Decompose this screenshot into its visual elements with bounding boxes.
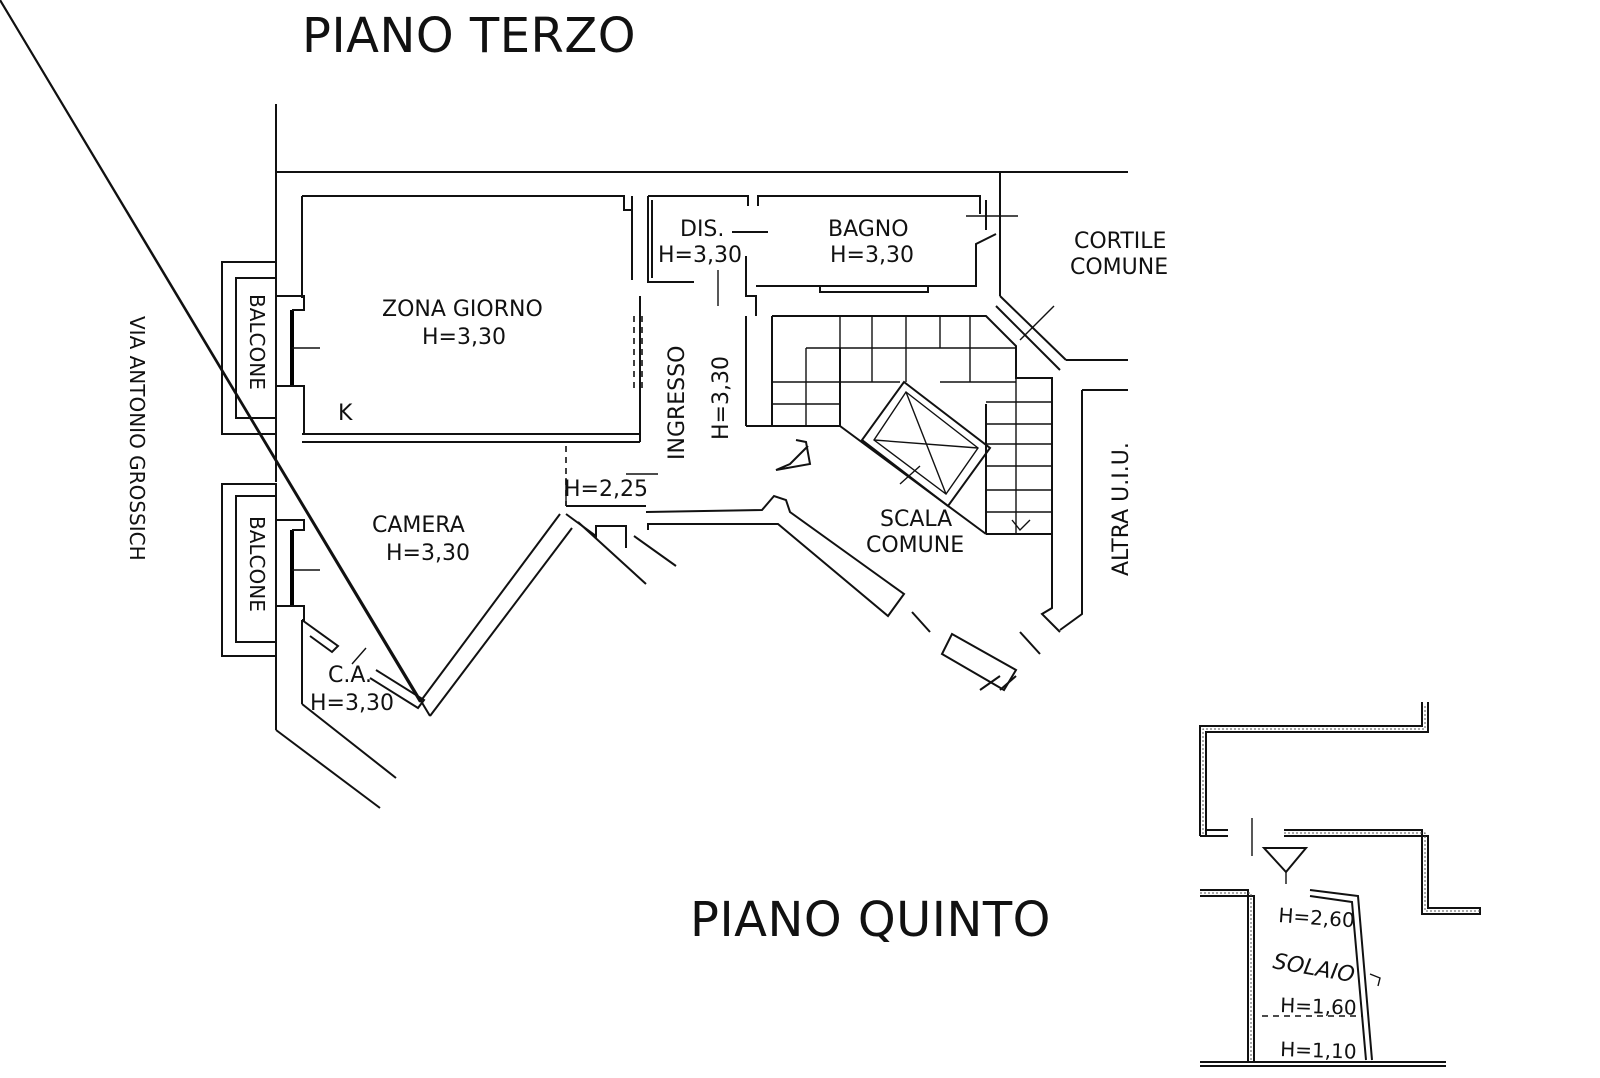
solaio-walls (1199, 702, 1481, 1067)
bagno-label: BAGNO (828, 217, 909, 242)
camera-label: CAMERA (372, 513, 465, 538)
ingresso-label: INGRESSO (665, 346, 690, 460)
zona-giorno-label: ZONA GIORNO (382, 297, 543, 322)
ingresso-height: H=3,30 (709, 356, 734, 440)
altra-uiu-label: ALTRA U.I.U. (1109, 442, 1134, 576)
altra-uiu: ALTRA U.I.U. (1040, 389, 1134, 633)
scala-line2: COMUNE (866, 533, 964, 558)
camera-height: H=3,30 (386, 541, 470, 566)
room-camera: CAMERA H=3,30 H=2,25 C.A. H=3,30 (0, 0, 906, 717)
passage-height: H=2,25 (564, 477, 648, 502)
balcone-top: BALCONE (221, 261, 320, 435)
bagno-height: H=3,30 (830, 243, 914, 268)
fifth-floor-title: PIANO QUINTO (690, 892, 1051, 948)
ca-height: H=3,30 (310, 691, 394, 716)
fifth-floor-plan: PIANO QUINTO H=2,60 SOLAIO H=1,60 H=1,1 (690, 702, 1481, 1067)
room-dis-bagno: DIS. H=3,30 BAGNO H=3,30 (647, 195, 1018, 316)
scala-comune: SCALA COMUNE (771, 315, 1053, 558)
landing-fragments (911, 611, 1041, 692)
ca-label: C.A. (328, 663, 372, 688)
third-floor-plan: PIANO TERZO VIA ANTONIO GROSSICH BALCONE (0, 0, 1168, 809)
solaio-label: SOLAIO (1271, 949, 1356, 988)
scala-line1: SCALA (880, 507, 952, 532)
solaio-h1: H=2,60 (1278, 903, 1356, 932)
dis-height: H=3,30 (658, 243, 742, 268)
cortile-comune: CORTILE COMUNE (995, 229, 1168, 371)
room-ingresso: INGRESSO H=3,30 (665, 316, 812, 471)
balcone-top-label: BALCONE (245, 294, 269, 390)
street-label: VIA ANTONIO GROSSICH (125, 316, 149, 561)
balcone-bottom: BALCONE (221, 483, 320, 657)
zona-giorno-height: H=3,30 (422, 325, 506, 350)
room-zona-giorno: ZONA GIORNO H=3,30 K (302, 195, 643, 443)
cortile-line1: CORTILE (1074, 229, 1166, 254)
solaio-h3: H=1,10 (1280, 1037, 1357, 1064)
solaio-h2: H=1,60 (1280, 993, 1357, 1020)
cortile-line2: COMUNE (1070, 255, 1168, 280)
kitchen-mark: K (338, 401, 353, 426)
third-floor-title: PIANO TERZO (302, 8, 636, 64)
outer-walls (275, 104, 1128, 809)
dis-label: DIS. (680, 217, 724, 242)
balcone-bottom-label: BALCONE (245, 516, 269, 612)
